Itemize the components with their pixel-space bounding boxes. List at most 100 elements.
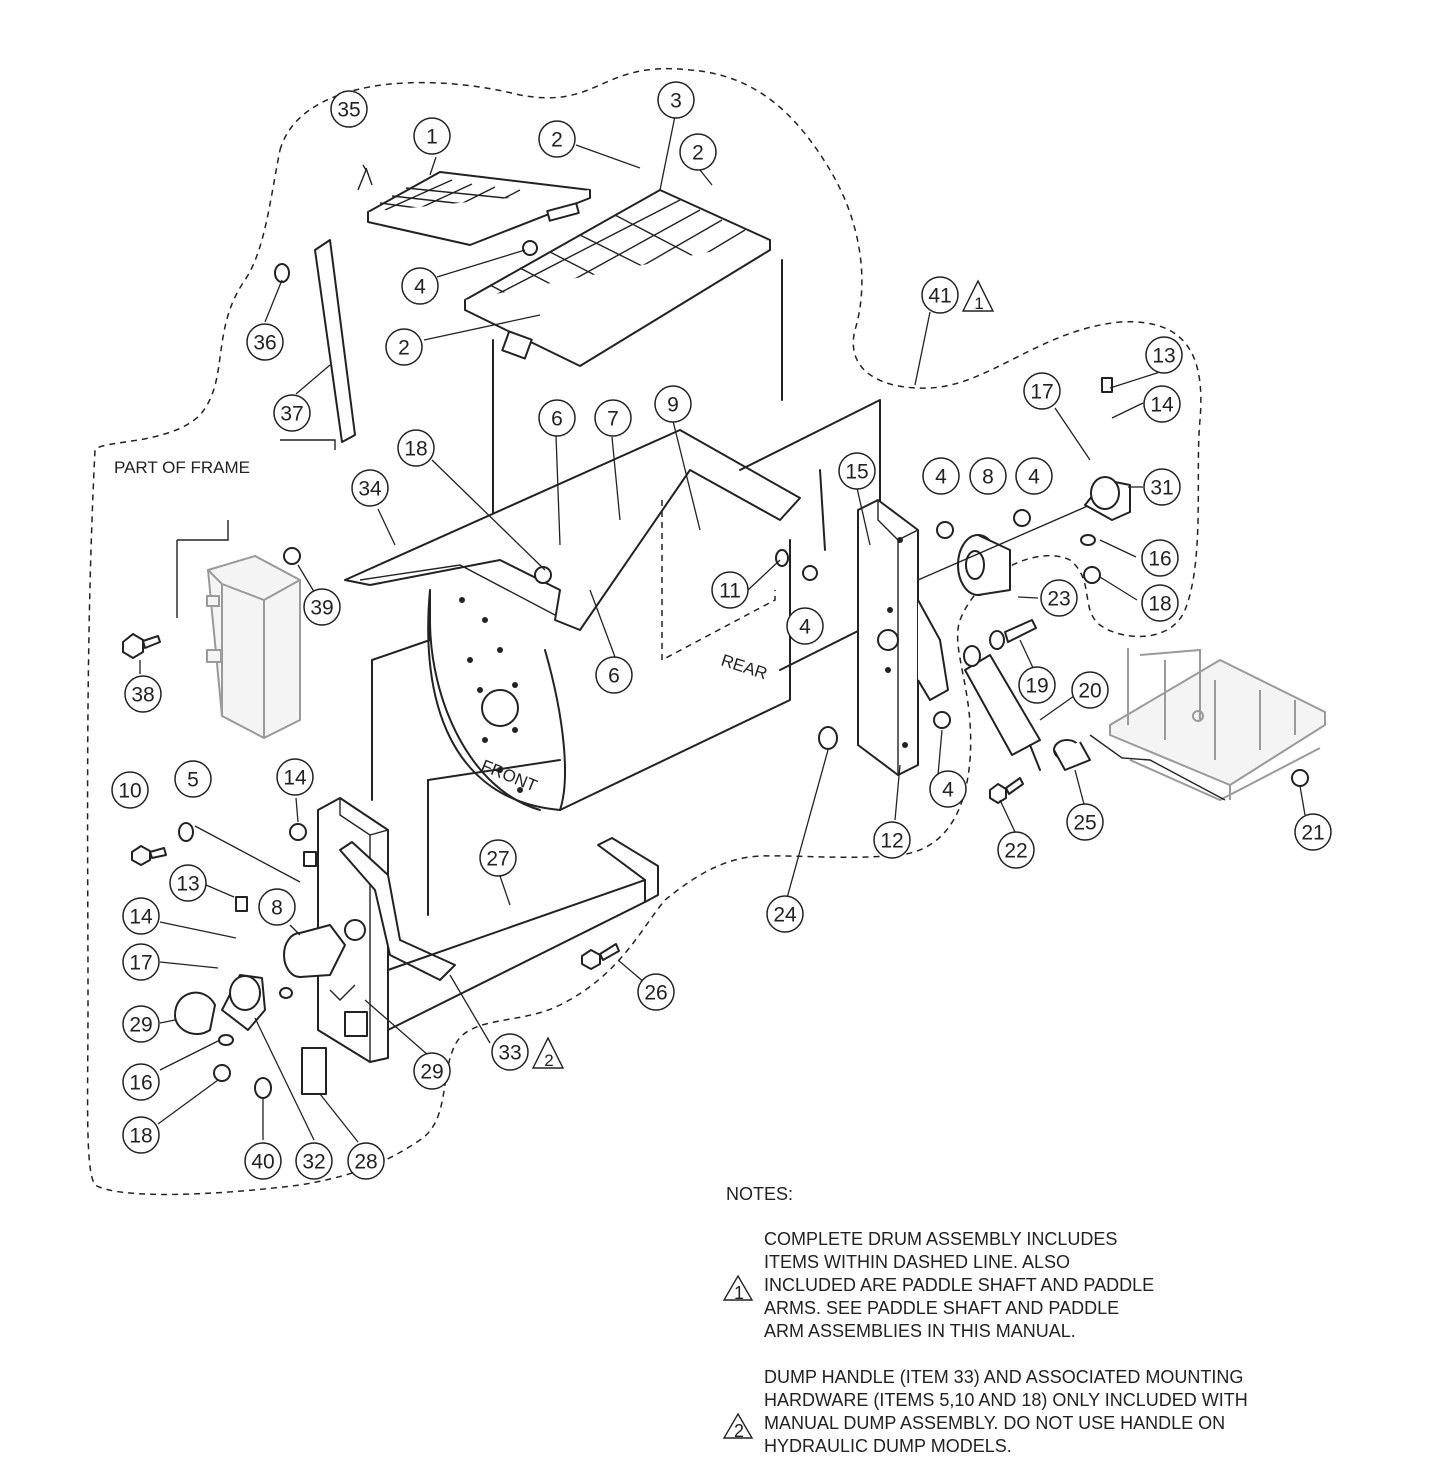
svg-text:17: 17: [1030, 381, 1053, 404]
note-line: ITEMS WITHIN DASHED LINE. ALSO: [764, 1252, 1071, 1272]
svg-text:8: 8: [271, 897, 283, 920]
svg-text:35: 35: [337, 99, 360, 122]
grate-item-1: [367, 171, 591, 246]
bolt-item-38: [122, 633, 161, 659]
svg-text:29: 29: [420, 1061, 443, 1084]
callout-4e: 4: [929, 770, 967, 808]
svg-text:16: 16: [129, 1072, 152, 1095]
svg-text:2: 2: [734, 1421, 744, 1440]
callout-29a: 29: [122, 1005, 160, 1043]
callout-32: 32: [295, 1142, 333, 1180]
svg-text:4: 4: [414, 276, 426, 299]
svg-text:6: 6: [551, 408, 563, 431]
dump-handle-item-33: [339, 841, 456, 981]
callout-35: 35: [330, 90, 368, 128]
svg-text:19: 19: [1025, 675, 1048, 698]
leader-lines: [139, 115, 1306, 1143]
svg-text:36: 36: [253, 332, 276, 355]
callout-7: 7: [594, 399, 632, 437]
svg-text:2: 2: [692, 142, 704, 165]
note-line: INCLUDED ARE PADDLE SHAFT AND PADDLE: [764, 1275, 1155, 1295]
svg-text:37: 37: [280, 403, 303, 426]
part-of-frame-label: PART OF FRAME: [114, 458, 250, 477]
svg-text:1: 1: [734, 1283, 744, 1302]
svg-text:4: 4: [935, 466, 947, 489]
note-line: COMPLETE DRUM ASSEMBLY INCLUDES: [764, 1229, 1118, 1249]
pin-item-35: [357, 164, 373, 191]
callout-8a: 8: [969, 457, 1007, 495]
bearing-item-32: [221, 896, 266, 1031]
clip-item-29: [329, 984, 356, 1001]
callout-17b: 17: [122, 943, 160, 981]
latch-block: [344, 1011, 368, 1037]
hydraulic-cylinder: [963, 619, 1091, 771]
frame-part-left: [206, 554, 301, 740]
svg-text:25: 25: [1073, 812, 1096, 835]
callout-9: 9: [654, 385, 692, 423]
link-item-37: [314, 239, 356, 443]
callout-6a: 6: [538, 399, 576, 437]
callout-23: 23: [1040, 579, 1078, 617]
svg-text:18: 18: [1148, 593, 1171, 616]
svg-text:32: 32: [302, 1151, 325, 1174]
svg-text:21: 21: [1301, 822, 1324, 845]
callout-8b: 8: [258, 888, 296, 926]
callout-21: 21: [1294, 813, 1332, 851]
callout-40: 40: [244, 1142, 282, 1180]
hub-right: [917, 504, 1091, 596]
svg-text:27: 27: [486, 848, 509, 871]
callout-37: 37: [273, 394, 311, 432]
drum-frame-item-34: [344, 429, 801, 631]
callout-41: 41: [921, 276, 959, 314]
bolt-item-22: [989, 777, 1024, 804]
svg-text:28: 28: [354, 1151, 377, 1174]
callout-14a: 14: [1143, 385, 1181, 423]
callout-3: 3: [657, 81, 695, 119]
svg-text:2: 2: [398, 337, 410, 360]
svg-text:5: 5: [187, 769, 199, 792]
svg-text:2: 2: [551, 129, 563, 152]
svg-text:20: 20: [1078, 680, 1101, 703]
callout-15: 15: [838, 452, 876, 490]
note-line: HARDWARE (ITEMS 5,10 AND 18) ONLY INCLUD…: [764, 1390, 1248, 1410]
hub-left: [283, 924, 346, 978]
callout-4c: 4: [1015, 457, 1053, 495]
callout-25: 25: [1066, 803, 1104, 841]
hardware: [178, 240, 1309, 1099]
note-2: 2 DUMP HANDLE (ITEM 33) AND ASSOCIATED M…: [722, 1366, 1426, 1458]
rear-label: REAR: [719, 651, 770, 684]
callout-5: 5: [174, 760, 212, 798]
svg-text:7: 7: [607, 408, 619, 431]
callout-22: 22: [997, 831, 1035, 869]
callout-11: 11: [711, 571, 749, 609]
bearing-item-31: [1084, 377, 1131, 521]
svg-text:39: 39: [310, 597, 333, 620]
note-1: 1 COMPLETE DRUM ASSEMBLY INCLUDES ITEMS …: [722, 1228, 1426, 1343]
cylinder-leader: [1089, 734, 1226, 801]
callout-4b: 4: [922, 457, 960, 495]
callout-29b: 29: [413, 1052, 451, 1090]
exploded-parts-diagram: REAR FRONT: [86, 68, 1332, 1196]
svg-text:1: 1: [974, 294, 983, 313]
svg-text:22: 22: [1004, 840, 1027, 863]
notes-heading: NOTES:: [726, 1184, 794, 1204]
svg-text:4: 4: [942, 779, 954, 802]
svg-text:26: 26: [644, 982, 667, 1005]
callout-24: 24: [766, 895, 804, 933]
svg-text:1: 1: [426, 126, 438, 149]
svg-text:6: 6: [608, 665, 620, 688]
note-triangle-icon: 1: [961, 279, 995, 313]
svg-text:4: 4: [1028, 466, 1040, 489]
grate-item-3: [464, 189, 771, 367]
hidden-edge: [661, 500, 776, 662]
callout-6b: 6: [595, 656, 633, 694]
svg-text:33: 33: [498, 1042, 521, 1065]
svg-text:8: 8: [982, 466, 994, 489]
note-2-triangle-icon: 2: [722, 1412, 754, 1440]
callout-17a: 17: [1023, 372, 1061, 410]
svg-text:17: 17: [129, 952, 152, 975]
callout-2c: 2: [385, 328, 423, 366]
callout-4d: 4: [786, 607, 824, 645]
svg-text:34: 34: [358, 478, 382, 501]
